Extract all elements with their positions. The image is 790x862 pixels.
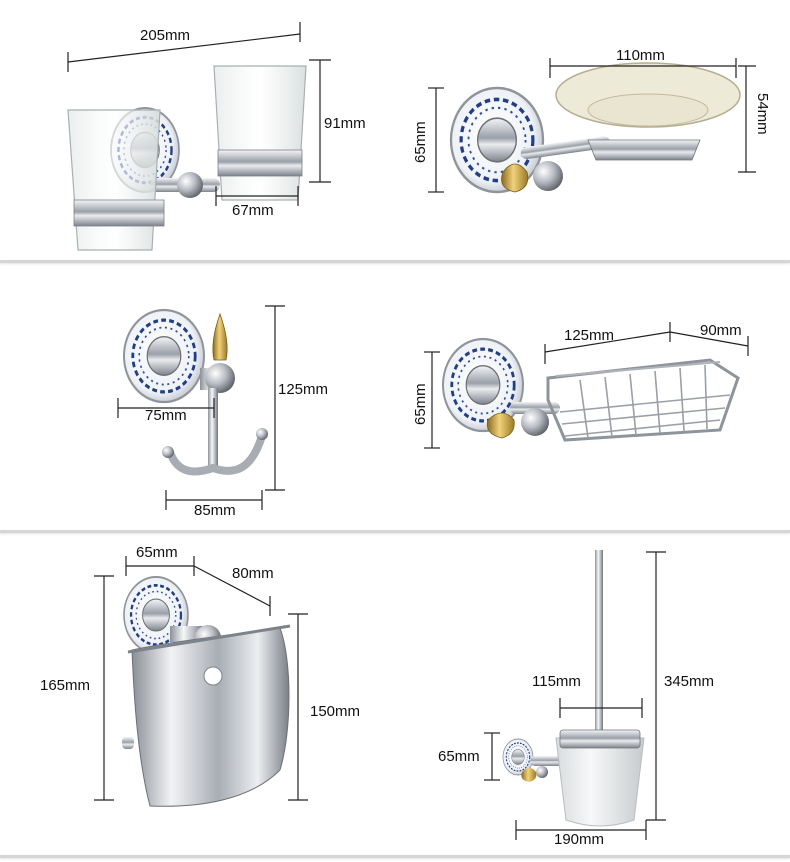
toilet-brush-illustration [502,550,645,827]
section-divider [0,260,790,263]
dimension-lines [67,22,756,840]
dim-label: 125mm [564,327,615,344]
dim-label: 91mm [324,115,366,132]
dim-label: 67mm [232,202,274,219]
dim-label-vertical: 54mm [754,93,771,135]
section-divider [0,530,790,533]
dim-label: 65mm [136,544,178,561]
dim-label-vertical: 65mm [412,121,429,163]
double-tumbler-illustration [67,65,307,251]
dim-label: 85mm [194,502,236,519]
dim-label: 205mm [140,27,191,44]
soap-dish-glass-illustration [449,62,741,194]
section-divider [0,855,790,858]
dim-label: 190mm [554,831,605,848]
dim-label: 65mm [438,748,480,765]
dim-label-vertical: 65mm [412,383,429,425]
dim-label: 110mm [616,47,665,64]
dim-label: 75mm [145,407,187,424]
dim-label: 90mm [700,322,742,339]
toilet-paper-holder-illustration [122,575,291,807]
dim-label: 165mm [40,677,91,694]
robe-hook-illustration [122,308,268,476]
dim-label: 150mm [310,703,361,720]
dim-label: 125mm [278,381,329,398]
dim-label: 345mm [664,673,715,690]
dim-label: 80mm [232,565,274,582]
dim-label: 115mm [532,673,581,690]
soap-basket-illustration [441,337,740,442]
